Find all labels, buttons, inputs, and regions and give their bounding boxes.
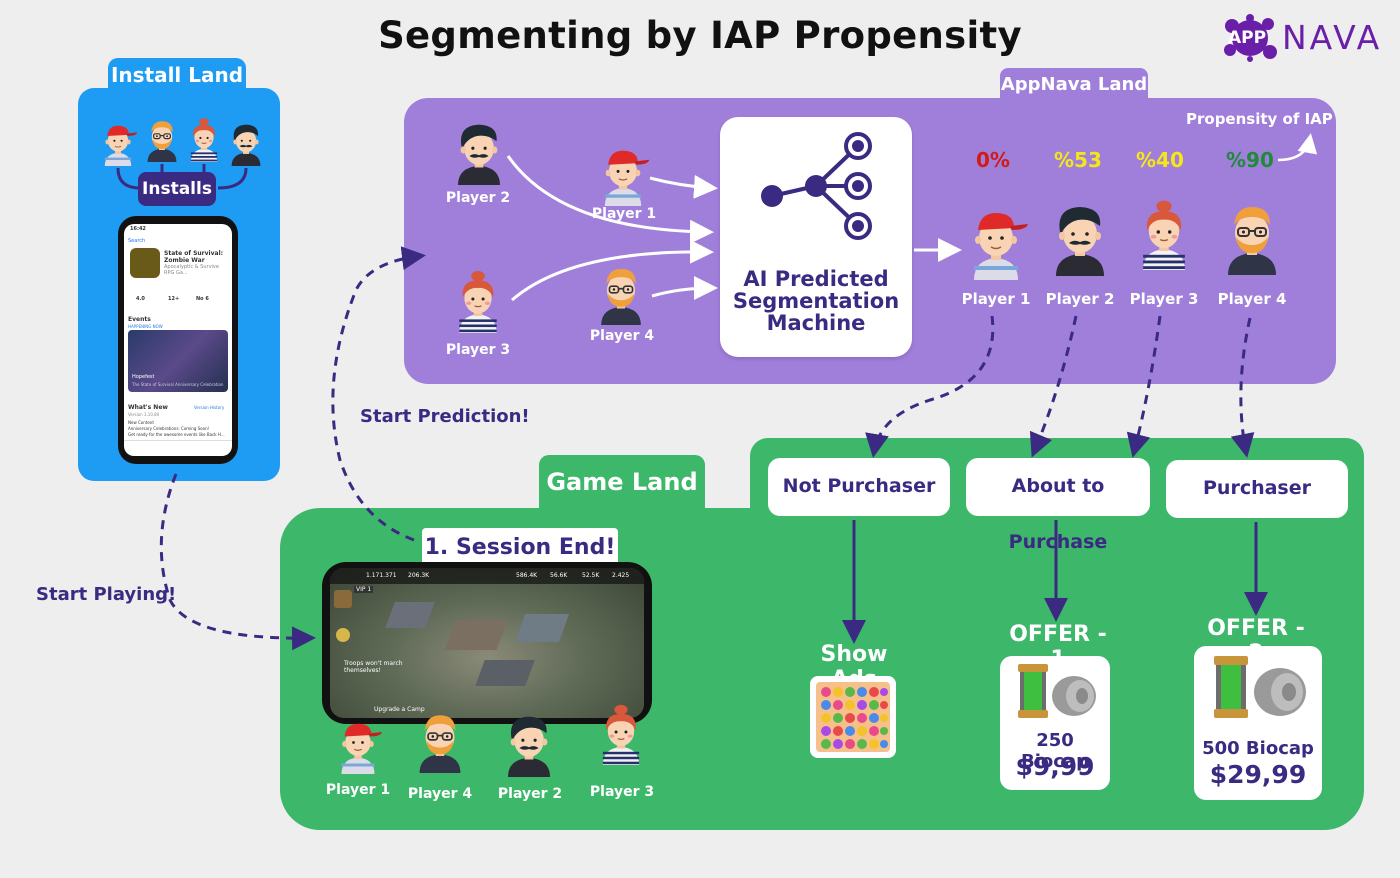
segment-purchaser: Purchaser bbox=[1166, 460, 1348, 518]
hud-vip[interactable]: VIP 1 bbox=[354, 586, 374, 593]
output-label-player-2: Player 2 bbox=[1045, 290, 1115, 308]
offer-2-card[interactable]: 500 Biocap $29,99 bbox=[1194, 646, 1322, 800]
app-icon bbox=[130, 248, 160, 278]
output-label-player-4: Player 4 bbox=[1217, 290, 1287, 308]
version-history-link[interactable]: Version History bbox=[194, 405, 225, 410]
ai-segmentation-machine bbox=[720, 117, 912, 357]
offer-1-name: 250 Biocap bbox=[1021, 730, 1089, 772]
events-heading: Events bbox=[128, 316, 151, 323]
app-name: State of Survival: Zombie War bbox=[164, 250, 224, 264]
logo-app-text: APP bbox=[1228, 28, 1267, 48]
ai-title-line-2: Segmentation bbox=[732, 289, 900, 313]
event-banner[interactable]: Hopefest The State of Survival Anniversa… bbox=[128, 330, 228, 392]
ai-title-line-3: Machine bbox=[766, 311, 866, 335]
input-label-player-1: Player 1 bbox=[591, 206, 657, 222]
input-label-player-2: Player 2 bbox=[445, 190, 511, 206]
network-graph-icon bbox=[761, 132, 872, 240]
hud-upgrade-task[interactable]: Upgrade a Camp bbox=[374, 706, 425, 713]
segment-about-to-purchase: About to Purchase bbox=[966, 458, 1150, 553]
propensity-label: Propensity of IAP bbox=[1186, 110, 1333, 128]
commander-avatar[interactable] bbox=[334, 590, 352, 608]
input-label-player-4: Player 4 bbox=[589, 328, 655, 344]
game-screen: 1.171.371 206.3K 586.4K 56.6K 52.5K 2.42… bbox=[330, 568, 644, 718]
hud-res5: 2.425 bbox=[612, 572, 630, 579]
happening-now: HAPPENING NOW bbox=[128, 324, 163, 329]
game-label-player-1: Player 1 bbox=[325, 782, 391, 798]
hud-res4: 52.5K bbox=[582, 572, 600, 579]
store-tab-bar[interactable] bbox=[124, 440, 232, 456]
pct-player-1: 0% bbox=[976, 148, 1010, 172]
offer-1-title: OFFER - 1 bbox=[1009, 622, 1107, 672]
pct-player-2: %53 bbox=[1054, 148, 1102, 172]
release-note-3: Get ready for the awesome events like Ba… bbox=[128, 432, 225, 437]
offer-1-price: $9,99 bbox=[1015, 752, 1095, 781]
hud-res3: 56.6K bbox=[550, 572, 568, 579]
app-store-screen: 16:42 Search State of Survival: Zombie W… bbox=[124, 224, 232, 456]
session-end-label: 1. Session End! bbox=[422, 528, 618, 566]
start-playing-label: Start Playing! bbox=[36, 584, 177, 605]
game-label-player-2: Player 2 bbox=[497, 786, 563, 802]
output-label-player-3: Player 3 bbox=[1129, 290, 1199, 308]
biocap-canister-icon bbox=[1018, 664, 1096, 718]
game-hud: 1.171.371 206.3K 586.4K 56.6K 52.5K 2.42… bbox=[330, 568, 644, 584]
offer-2-name: 500 Biocap bbox=[1202, 738, 1314, 759]
store-back-link[interactable]: Search bbox=[128, 238, 146, 244]
game-label-player-3: Player 3 bbox=[589, 784, 655, 800]
output-label-player-1: Player 1 bbox=[961, 290, 1031, 308]
hud-power: 1.171.371 bbox=[366, 572, 397, 579]
app-age: 12+ bbox=[168, 296, 180, 302]
hud-res1: 206.3K bbox=[408, 572, 430, 579]
app-rating: 4.0 bbox=[136, 296, 145, 302]
pct-player-4: %90 bbox=[1226, 148, 1274, 172]
appnava-logo: APP NAVA bbox=[1222, 12, 1392, 64]
release-note-1: New Content bbox=[128, 420, 154, 425]
offer-1-card[interactable]: 250 Biocap $9,99 bbox=[1000, 656, 1110, 790]
event-title: Hopefest bbox=[132, 374, 155, 380]
app-subtitle: Apocalyptic & Survive RPG Ga... bbox=[164, 264, 219, 276]
game-land-tab: Game Land bbox=[539, 455, 705, 515]
game-label-player-4: Player 4 bbox=[407, 786, 473, 802]
segment-not-purchaser: Not Purchaser bbox=[768, 458, 950, 516]
release-note-2: Anniversary Celebrations: Coming Soon! bbox=[128, 426, 210, 431]
input-label-player-3: Player 3 bbox=[445, 342, 511, 358]
ad-thumbnail bbox=[810, 676, 896, 758]
match3-game-icon bbox=[816, 682, 890, 752]
ai-title-line-1: AI Predicted bbox=[743, 267, 889, 291]
app-rank: No 6 bbox=[196, 296, 209, 302]
status-time: 16:42 bbox=[130, 226, 146, 232]
ai-machine-title: AI Predicted Segmentation Machine bbox=[720, 268, 912, 334]
pct-player-3: %40 bbox=[1136, 148, 1184, 172]
game-side-icon[interactable] bbox=[336, 628, 350, 642]
start-prediction-label: Start Prediction! bbox=[360, 406, 530, 427]
installs-label: Installs bbox=[138, 172, 216, 206]
hud-message: Troops won't march themselves! bbox=[344, 660, 403, 674]
offer-2-price: $29,99 bbox=[1209, 760, 1307, 789]
logo-blob-icon bbox=[1224, 14, 1277, 62]
page-title: Segmenting by IAP Propensity bbox=[378, 14, 1022, 57]
appnava-land-tab: AppNava Land bbox=[1000, 68, 1148, 102]
whats-new-heading: What's New bbox=[128, 404, 168, 411]
logo-nava-text: NAVA bbox=[1282, 18, 1383, 57]
event-subtitle: The State of Survival Anniversary Celebr… bbox=[132, 382, 224, 387]
biocap-canister-icon bbox=[1214, 656, 1306, 718]
version-text: Version 1.10.80 bbox=[128, 412, 160, 417]
hud-res2: 586.4K bbox=[516, 572, 538, 579]
